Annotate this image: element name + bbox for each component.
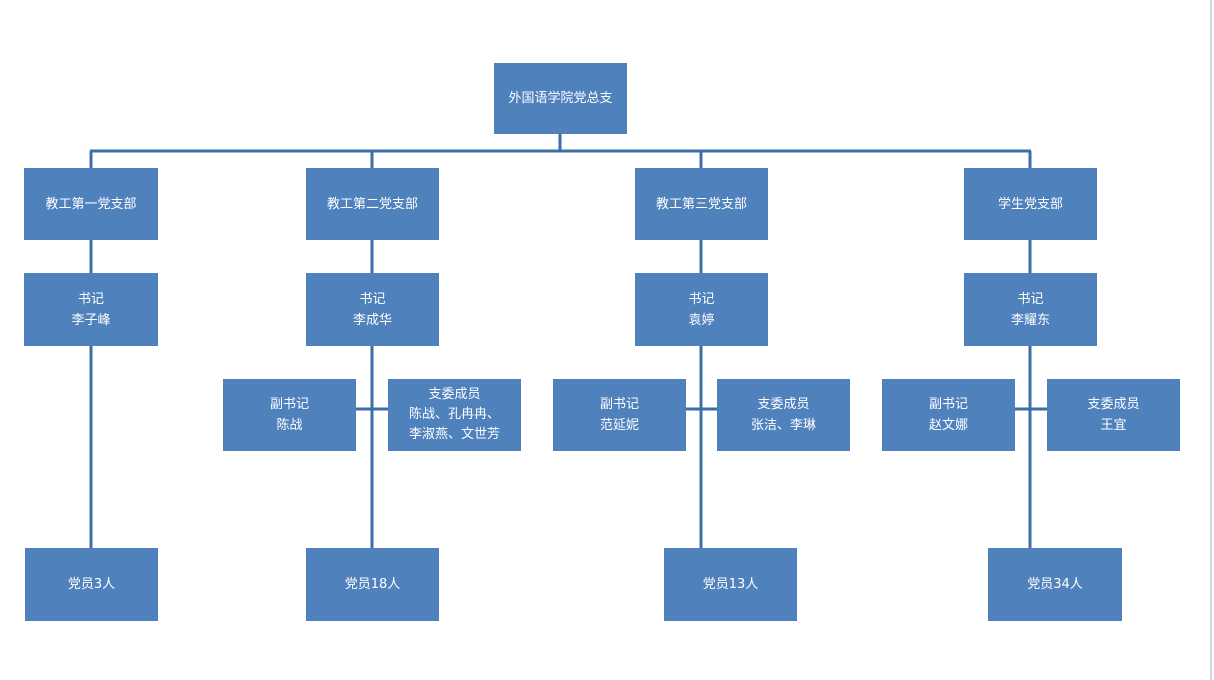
branch-label: 教工第二党支部 [326, 196, 418, 212]
root-node: 外国语学院党总支 [494, 63, 627, 134]
members-node-4: 党员34人 [988, 548, 1122, 621]
secretary-person: 袁婷 [688, 312, 715, 328]
secretary-node-3: 书记 袁婷 [635, 273, 768, 346]
members-node-1: 党员3人 [25, 548, 158, 621]
members-count: 党员3人 [67, 577, 116, 592]
committee-node-4: 支委成员 王宜 [1047, 379, 1180, 451]
committee-title: 支委成员 [757, 397, 810, 412]
deputy-node-4: 副书记 赵文娜 [882, 379, 1015, 451]
deputy-title: 副书记 [928, 397, 968, 412]
committee-members-line2: 李淑燕、文世芳 [408, 427, 500, 442]
committee-title: 支委成员 [1087, 397, 1140, 412]
branch-node-1: 教工第一党支部 [24, 168, 158, 240]
members-node-3: 党员13人 [664, 548, 797, 621]
secretary-person: 李成华 [352, 312, 392, 328]
deputy-person: 范延妮 [599, 418, 639, 433]
secretary-person: 李耀东 [1010, 312, 1050, 328]
members-count: 党员13人 [702, 577, 759, 592]
secretary-title: 书记 [688, 291, 715, 307]
deputy-person: 陈战 [276, 418, 303, 433]
secretary-title: 书记 [77, 291, 104, 307]
branch-node-3: 教工第三党支部 [635, 168, 768, 240]
secretary-node-4: 书记 李耀东 [964, 273, 1097, 346]
deputy-title: 副书记 [269, 397, 309, 412]
members-count: 党员18人 [344, 577, 401, 592]
members-node-2: 党员18人 [306, 548, 439, 621]
branch-label: 教工第一党支部 [45, 196, 137, 212]
committee-members-line1: 张洁、李琳 [750, 418, 816, 433]
deputy-title: 副书记 [599, 397, 639, 412]
deputy-node-2: 副书记 陈战 [223, 379, 356, 451]
page-edge [1210, 0, 1212, 680]
committee-node-3: 支委成员 张洁、李琳 [717, 379, 850, 451]
secretary-title: 书记 [1017, 291, 1044, 307]
committee-members-line1: 陈战、孔冉冉、 [408, 407, 500, 422]
committee-title: 支委成员 [428, 387, 481, 402]
secretary-node-1: 书记 李子峰 [24, 273, 158, 346]
deputy-node-3: 副书记 范延妮 [553, 379, 686, 451]
secretary-person: 李子峰 [71, 312, 111, 328]
secretary-title: 书记 [359, 291, 386, 307]
members-count: 党员34人 [1027, 577, 1083, 592]
branch-node-2: 教工第二党支部 [306, 168, 439, 240]
root-label: 外国语学院党总支 [508, 91, 613, 106]
committee-node-2: 支委成员 陈战、孔冉冉、 李淑燕、文世芳 [388, 379, 521, 451]
committee-members-line1: 王宜 [1100, 418, 1127, 433]
secretary-node-2: 书记 李成华 [306, 273, 439, 346]
branch-label: 学生党支部 [997, 196, 1063, 212]
deputy-person: 赵文娜 [928, 418, 968, 433]
branch-label: 教工第三党支部 [655, 196, 747, 212]
branch-node-4: 学生党支部 [964, 168, 1097, 240]
